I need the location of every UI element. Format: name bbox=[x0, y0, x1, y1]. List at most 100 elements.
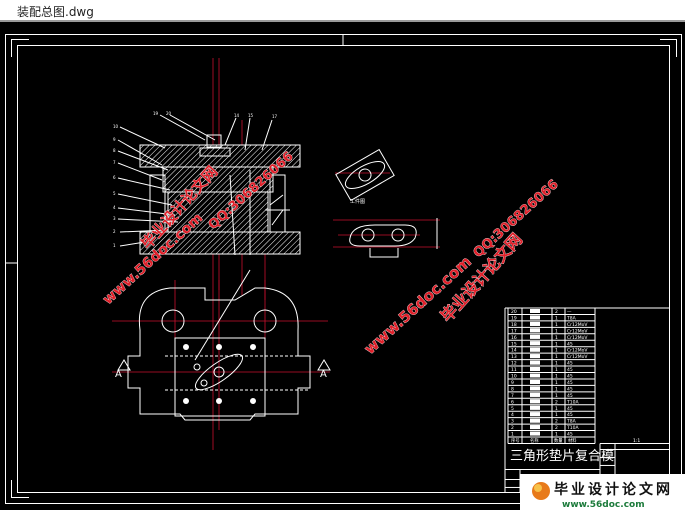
svg-text:T10A: T10A bbox=[566, 399, 579, 405]
svg-text:T8A: T8A bbox=[566, 419, 577, 425]
svg-text:15: 15 bbox=[511, 341, 517, 347]
inner-border bbox=[17, 45, 670, 493]
svg-text:1: 1 bbox=[555, 412, 558, 418]
workpiece-view: 工件图 bbox=[333, 148, 440, 258]
bom-header-cell: 材料 bbox=[568, 437, 577, 444]
svg-text:45: 45 bbox=[567, 432, 573, 438]
svg-text:45: 45 bbox=[567, 341, 573, 347]
svg-text:19: 19 bbox=[153, 111, 159, 116]
leader-numbers: 10 9 8 7 6 5 4 3 2 1 19 20 14 15 17 bbox=[113, 111, 278, 248]
workpiece-label: 工件图 bbox=[350, 198, 365, 205]
svg-text:45: 45 bbox=[567, 386, 573, 392]
svg-text:7: 7 bbox=[511, 393, 514, 399]
section-marker-right: A bbox=[320, 369, 327, 380]
svg-text:7: 7 bbox=[113, 160, 116, 165]
svg-text:20: 20 bbox=[166, 111, 172, 116]
svg-text:4: 4 bbox=[511, 412, 514, 418]
bom-row: 2 2 T10A bbox=[511, 425, 579, 431]
drawing-title: 三角形垫片复合模 bbox=[510, 448, 614, 464]
bom-header-cell: 序号 bbox=[511, 437, 520, 444]
svg-text:8: 8 bbox=[511, 386, 514, 392]
svg-text:1: 1 bbox=[113, 243, 116, 248]
svg-text:1: 1 bbox=[555, 386, 558, 392]
svg-text:Cr12MoV: Cr12MoV bbox=[567, 322, 588, 328]
svg-text:10: 10 bbox=[113, 124, 119, 129]
svg-text:14: 14 bbox=[234, 113, 240, 118]
window-title-bar: 装配总图.dwg bbox=[0, 0, 685, 22]
svg-text:15: 15 bbox=[248, 113, 254, 118]
svg-text:1: 1 bbox=[555, 315, 558, 321]
svg-text:2: 2 bbox=[555, 419, 558, 425]
svg-text:T10A: T10A bbox=[566, 425, 579, 431]
svg-text:2: 2 bbox=[555, 309, 558, 315]
svg-text:17: 17 bbox=[272, 114, 278, 119]
globe-icon bbox=[532, 482, 550, 500]
svg-text:5: 5 bbox=[113, 191, 116, 196]
svg-text:14: 14 bbox=[511, 348, 517, 354]
svg-text:3: 3 bbox=[113, 216, 116, 221]
svg-text:1: 1 bbox=[555, 322, 558, 328]
svg-text:Cr12MoV: Cr12MoV bbox=[567, 335, 588, 341]
svg-text:16: 16 bbox=[511, 335, 517, 341]
outer-border bbox=[5, 34, 682, 504]
svg-text:1: 1 bbox=[555, 406, 558, 412]
svg-text:17: 17 bbox=[511, 328, 517, 334]
svg-text:2: 2 bbox=[511, 425, 514, 431]
drawing-scale: 1:1 bbox=[633, 438, 640, 444]
svg-text:45: 45 bbox=[567, 380, 573, 386]
svg-text:45: 45 bbox=[567, 361, 573, 367]
bom-row: 8 1 45 bbox=[511, 386, 573, 392]
leader-lines bbox=[117, 114, 284, 247]
bom-header-cell: 数量 bbox=[554, 437, 563, 444]
bom-row: 18 1 Cr12MoV bbox=[511, 321, 588, 328]
svg-text:1: 1 bbox=[555, 341, 558, 347]
drawing-canvas[interactable]: 10 9 8 7 6 5 4 3 2 1 19 20 14 15 17 bbox=[0, 22, 685, 510]
svg-text:4: 4 bbox=[113, 205, 116, 210]
svg-text:1: 1 bbox=[555, 348, 558, 354]
svg-text:11: 11 bbox=[511, 367, 517, 373]
bom-row: 20 2 — bbox=[511, 309, 572, 315]
bom-row: 14 1 Cr12MoV bbox=[511, 347, 588, 354]
svg-text:Cr12MoV: Cr12MoV bbox=[567, 328, 588, 334]
svg-text:6: 6 bbox=[113, 175, 116, 180]
svg-text:—: — bbox=[567, 310, 572, 315]
svg-text:6: 6 bbox=[511, 399, 514, 405]
bom-header-cell: 名称 bbox=[530, 437, 539, 444]
svg-text:12: 12 bbox=[511, 361, 517, 367]
site-logo: 毕业设计论文网 www.56doc.com bbox=[520, 474, 685, 510]
svg-text:45: 45 bbox=[567, 367, 573, 373]
svg-text:20: 20 bbox=[511, 309, 517, 315]
svg-text:2: 2 bbox=[113, 229, 116, 234]
svg-text:1: 1 bbox=[555, 354, 558, 360]
svg-text:2: 2 bbox=[555, 425, 558, 431]
svg-text:1: 1 bbox=[511, 432, 514, 438]
svg-text:1: 1 bbox=[555, 367, 558, 373]
svg-text:1: 1 bbox=[555, 328, 558, 334]
svg-text:9: 9 bbox=[113, 137, 116, 142]
svg-text:45: 45 bbox=[567, 406, 573, 412]
svg-text:www.56doc.com: www.56doc.com bbox=[562, 500, 645, 510]
bom-row: 17 1 Cr12MoV bbox=[511, 328, 588, 334]
svg-text:1: 1 bbox=[555, 393, 558, 399]
section-marker-left: A bbox=[115, 369, 122, 380]
svg-text:1: 1 bbox=[555, 380, 558, 386]
window-title: 装配总图.dwg bbox=[17, 5, 94, 19]
svg-text:1: 1 bbox=[555, 374, 558, 380]
svg-text:T8A: T8A bbox=[566, 315, 577, 321]
svg-text:Cr12MoV: Cr12MoV bbox=[567, 348, 588, 354]
svg-text:45: 45 bbox=[567, 374, 573, 380]
svg-text:18: 18 bbox=[511, 322, 517, 328]
cad-drawing: 10 9 8 7 6 5 4 3 2 1 19 20 14 15 17 bbox=[5, 34, 685, 510]
svg-text:3: 3 bbox=[511, 419, 514, 425]
svg-text:毕业设计论文网: 毕业设计论文网 bbox=[554, 481, 673, 498]
